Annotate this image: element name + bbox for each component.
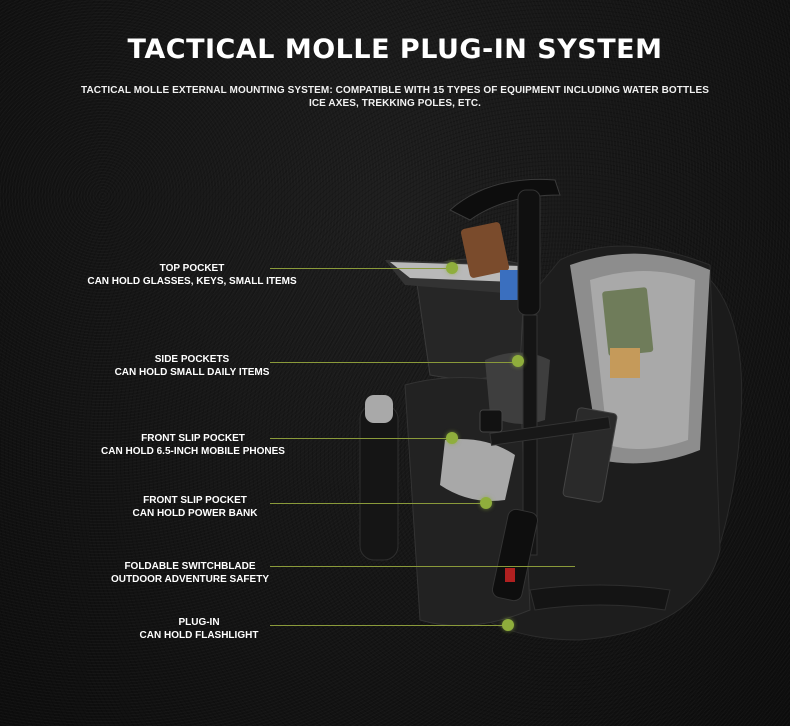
callout-plug-in: PLUG-IN CAN HOLD FLASHLIGHT [136, 616, 262, 642]
callout-desc: CAN HOLD GLASSES, KEYS, SMALL ITEMS [87, 276, 297, 287]
callout-foldable-switchblade: FOLDABLE SWITCHBLADE OUTDOOR ADVENTURE S… [104, 560, 276, 586]
callout-dot [512, 355, 524, 367]
callout-dot [502, 619, 514, 631]
callout-desc: OUTDOOR ADVENTURE SAFETY [111, 574, 269, 585]
callout-line [270, 362, 515, 363]
callout-name: FOLDABLE SWITCHBLADE [124, 561, 256, 572]
callout-top-pocket: TOP POCKET CAN HOLD GLASSES, KEYS, SMALL… [84, 262, 300, 288]
callout-name: FRONT SLIP POCKET [141, 433, 245, 444]
callout-line [270, 503, 485, 504]
callout-front-slip-pocket-phone: FRONT SLIP POCKET CAN HOLD 6.5-INCH MOBI… [92, 432, 294, 458]
callout-desc: CAN HOLD POWER BANK [132, 508, 258, 519]
callout-name: SIDE POCKETS [154, 354, 230, 365]
callout-desc: CAN HOLD FLASHLIGHT [139, 630, 259, 641]
subtitle-line-2: ICE AXES, TREKKING POLES, ETC. [308, 98, 482, 109]
callout-desc: CAN HOLD 6.5-INCH MOBILE PHONES [101, 446, 285, 457]
callout-line [270, 625, 505, 626]
callout-name: PLUG-IN [178, 617, 220, 628]
callout-dot [480, 497, 492, 509]
callout-name: TOP POCKET [159, 263, 225, 274]
backpack-illustration [359, 178, 743, 641]
callout-line [270, 438, 450, 439]
callout-line [270, 268, 450, 269]
page-subtitle: TACTICAL MOLLE EXTERNAL MOUNTING SYSTEM:… [40, 84, 750, 110]
callout-dot [446, 262, 458, 274]
page-title: TACTICAL MOLLE PLUG-IN SYSTEM [127, 34, 663, 65]
callout-dot [446, 432, 458, 444]
callout-side-pockets: SIDE POCKETS CAN HOLD SMALL DAILY ITEMS [108, 353, 276, 379]
subtitle-line-1: TACTICAL MOLLE EXTERNAL MOUNTING SYSTEM:… [81, 85, 709, 96]
callout-front-slip-pocket-power-bank: FRONT SLIP POCKET CAN HOLD POWER BANK [126, 494, 264, 520]
callout-desc: CAN HOLD SMALL DAILY ITEMS [114, 367, 270, 378]
callout-line [270, 566, 575, 567]
callout-name: FRONT SLIP POCKET [143, 495, 247, 506]
